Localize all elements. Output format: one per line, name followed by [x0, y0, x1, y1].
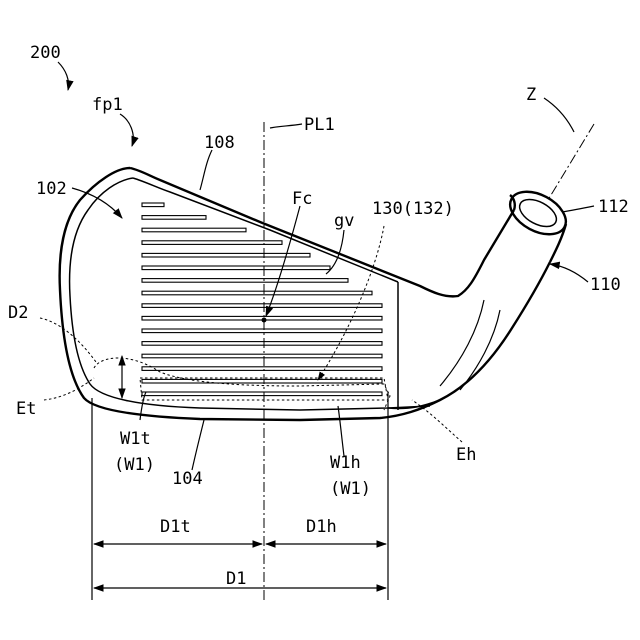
label-130: 130(132)	[372, 199, 454, 219]
label-fp1: fp1	[92, 95, 123, 115]
label-200: 200	[30, 43, 61, 63]
hosel-bore	[515, 194, 561, 232]
label-gv: gv	[334, 211, 354, 231]
score-line	[142, 354, 382, 358]
hosel-neck-inner	[440, 300, 500, 390]
leader-112	[562, 206, 594, 212]
face-center-point	[262, 318, 267, 323]
leader-200	[58, 62, 69, 90]
label-104: 104	[172, 469, 203, 489]
label-d1: D1	[226, 569, 246, 589]
label-102: 102	[36, 179, 67, 199]
label-d2: D2	[8, 303, 28, 323]
axis-z-line	[548, 124, 594, 200]
leader-z	[544, 98, 574, 132]
label-w1t-sub: (W1)	[114, 455, 155, 475]
leader-et	[44, 378, 94, 400]
score-line	[142, 216, 206, 220]
score-line	[142, 367, 382, 371]
score-line	[142, 392, 382, 396]
label-d1h: D1h	[306, 517, 337, 537]
score-line	[142, 304, 382, 308]
label-et: Et	[16, 399, 36, 419]
label-pl1: PL1	[304, 115, 335, 135]
label-112: 112	[598, 197, 629, 217]
leader-fc	[266, 206, 300, 316]
score-lines	[142, 203, 382, 396]
score-line	[142, 279, 348, 283]
leader-pl1	[270, 124, 302, 128]
leader-108	[200, 150, 212, 190]
score-line	[142, 253, 310, 257]
score-line	[142, 379, 382, 383]
score-line	[142, 241, 282, 245]
score-line	[142, 228, 246, 232]
label-w1t: W1t	[120, 429, 151, 449]
label-fc: Fc	[292, 189, 312, 209]
label-w1h-sub: (W1)	[330, 479, 371, 499]
score-line	[142, 266, 330, 270]
leader-102	[72, 188, 122, 218]
leader-110	[550, 264, 588, 282]
score-line	[142, 291, 372, 295]
label-110: 110	[590, 275, 621, 295]
leader-w1h	[338, 406, 344, 456]
score-line	[142, 342, 382, 346]
label-108: 108	[204, 133, 235, 153]
label-d1t: D1t	[160, 517, 191, 537]
label-w1h: W1h	[330, 453, 361, 473]
label-eh: Eh	[456, 445, 476, 465]
score-line	[142, 203, 164, 207]
leader-104	[192, 420, 204, 470]
leader-fp1	[120, 114, 133, 146]
label-z: Z	[526, 85, 536, 105]
